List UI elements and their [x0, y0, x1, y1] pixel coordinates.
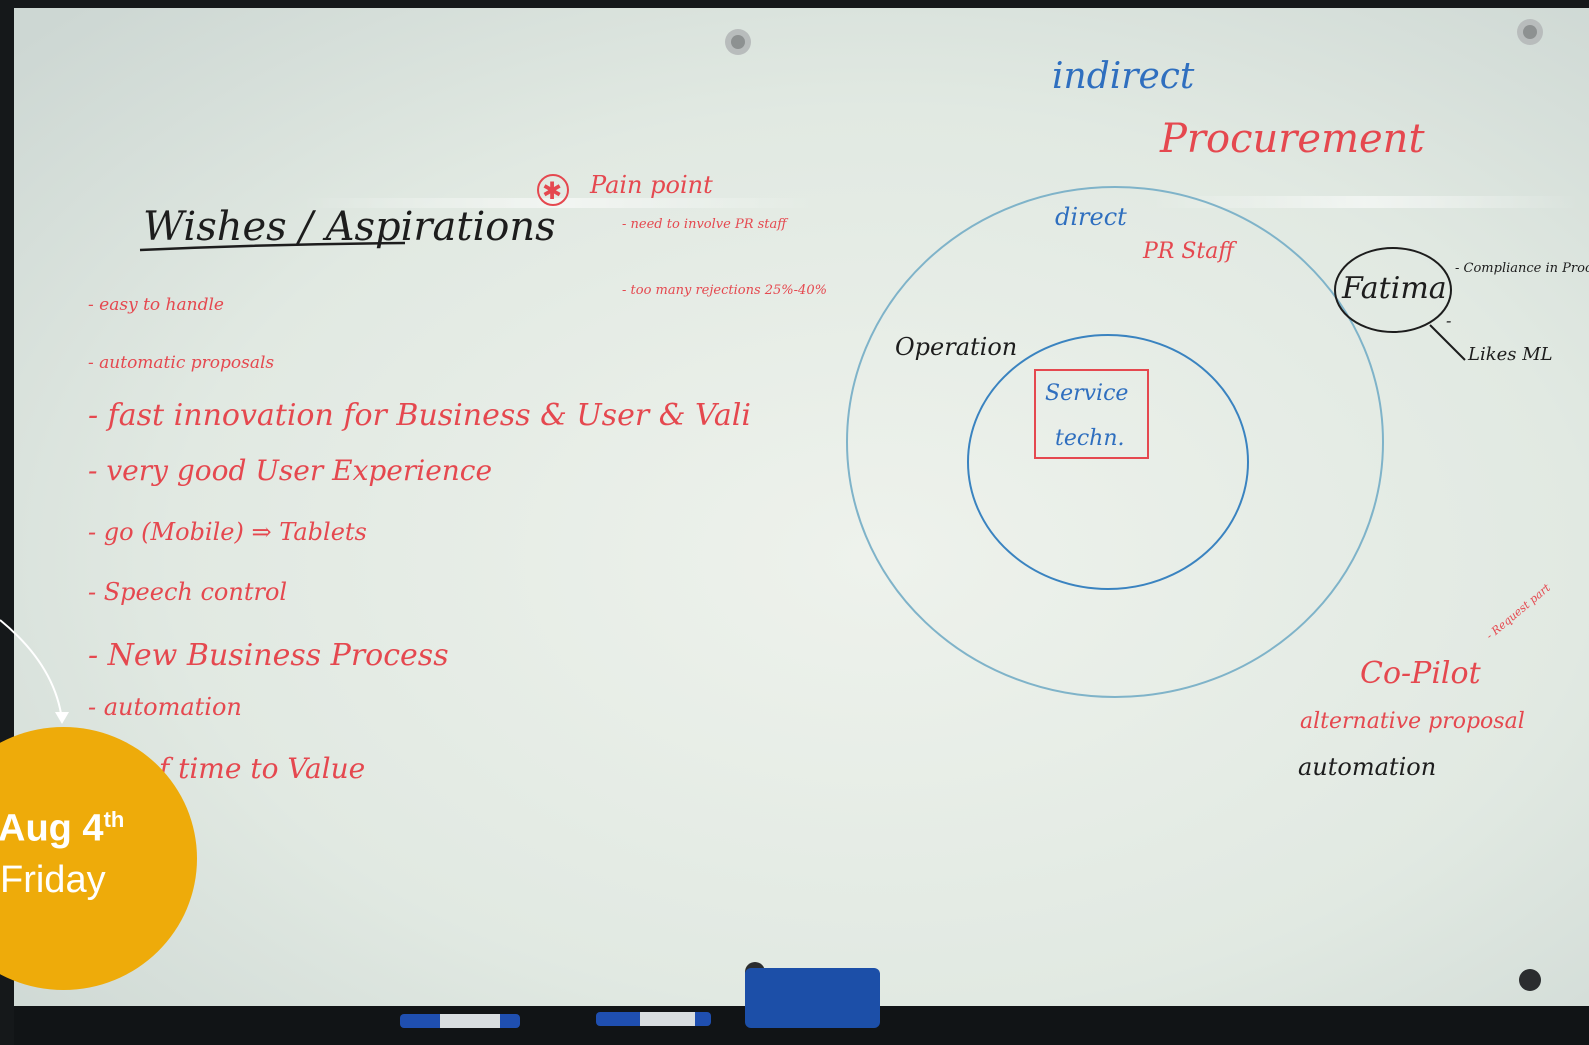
mounting-screw-icon — [1517, 19, 1543, 45]
label-direct: direct — [1055, 203, 1127, 231]
asterisk-icon: ✱ — [537, 174, 569, 206]
label-automation: automation — [1298, 753, 1436, 781]
wish-item: - Speech control — [88, 578, 287, 606]
pain-point-item: - too many rejections 25%-40% — [622, 283, 827, 298]
service-box — [1034, 369, 1149, 459]
whiteboard-surface — [14, 8, 1589, 1008]
label-procurement: Procurement — [1159, 116, 1425, 162]
label-indirect: indirect — [1052, 56, 1195, 97]
mounting-screw-icon — [725, 29, 751, 55]
arrow-head-icon — [55, 712, 69, 724]
label-person: Fatima — [1341, 271, 1447, 306]
date-suffix: th — [103, 807, 125, 832]
label-dash: - — [1446, 311, 1451, 330]
wish-item: - very good User Experience — [88, 454, 492, 487]
blue-marker — [400, 1014, 520, 1028]
outer-circle — [846, 186, 1384, 698]
pain-point-item: - need to involve PR staff — [622, 217, 789, 232]
wish-item: - fast innovation for Business & User & … — [88, 398, 751, 433]
date-day-text: Aug 4 — [0, 807, 104, 850]
blue-marker — [596, 1012, 711, 1026]
date-weekday: Friday — [0, 859, 106, 901]
wishes-title: Wishes / Aspirations — [143, 204, 556, 250]
label-service: Service — [1045, 381, 1128, 406]
label-likes: Likes ML — [1467, 344, 1553, 365]
label-pr-staff: PR Staff — [1142, 239, 1237, 264]
svg-text:✱: ✱ — [542, 177, 562, 205]
label-compliance: - Compliance in Procurement — [1455, 261, 1589, 276]
person-bubble — [1334, 247, 1452, 333]
pain-point-heading: Pain point — [589, 171, 713, 199]
arrow-curve — [0, 619, 63, 721]
pain-point-list: - need to involve PR staff - too many rej… — [622, 217, 827, 298]
date-day: Aug 4th — [0, 807, 124, 851]
inner-circle — [967, 334, 1249, 590]
wish-item: - New Business Process — [88, 638, 449, 673]
wish-item: - easy to handle — [88, 295, 224, 315]
wish-item: - automatic proposals — [88, 353, 274, 373]
wishes-list: - easy to handle - automatic proposals - f… — [88, 295, 751, 785]
eraser — [745, 968, 880, 1028]
label-alternative: alternative proposal — [1300, 709, 1525, 734]
mounting-screw-icon — [1519, 969, 1541, 991]
label-techn: techn. — [1055, 426, 1125, 451]
wish-item: - automation — [88, 693, 242, 721]
label-operation: Operation — [895, 333, 1017, 361]
wish-item: - go (Mobile) ⇒ Tablets — [88, 518, 367, 546]
label-copilot: Co-Pilot — [1360, 656, 1482, 691]
